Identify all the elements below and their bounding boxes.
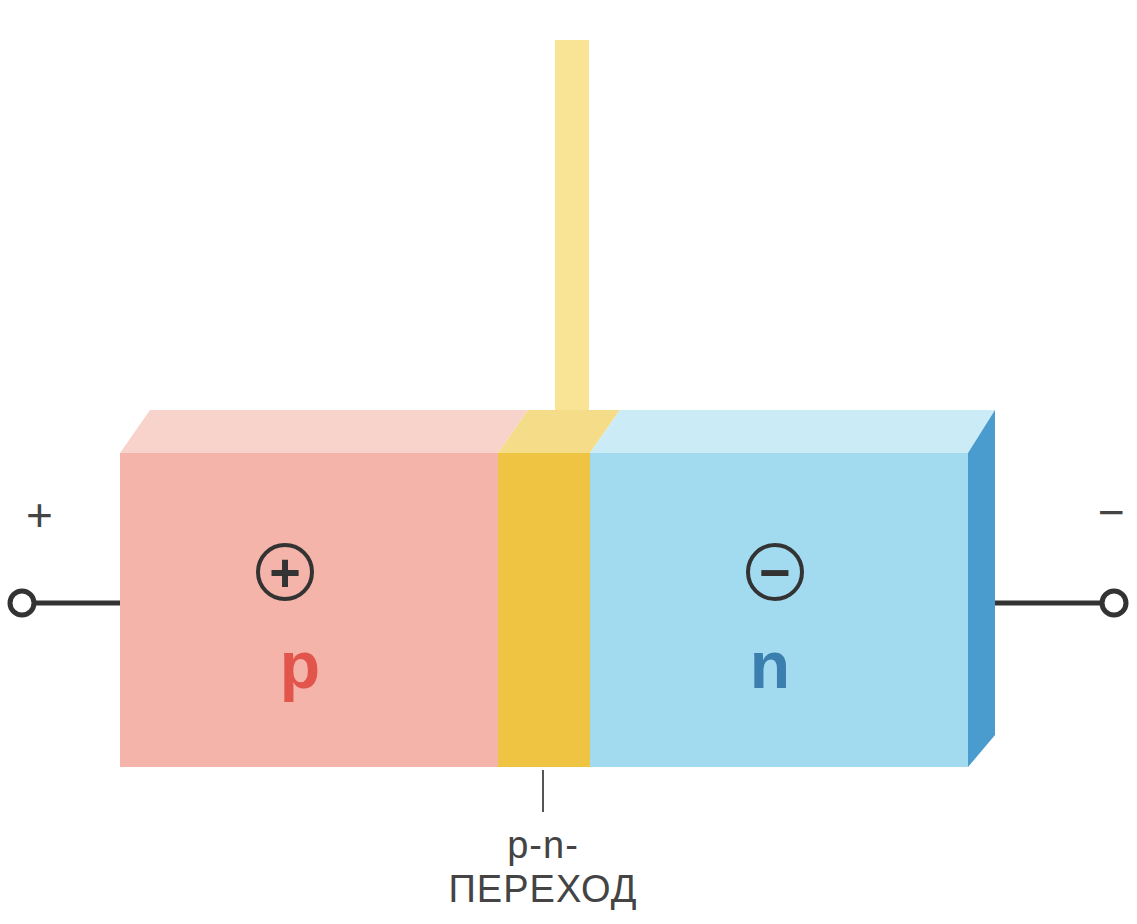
left-wire [35,601,120,606]
leader-line [542,770,544,812]
p-front-face [120,453,498,767]
n-region: −n [590,453,968,767]
region-letter: p [280,632,320,698]
p-top-face [120,410,528,453]
charge-sign: + [256,543,314,601]
terminal-sign: − [1098,486,1126,539]
n-side-face [968,410,995,767]
right-terminal [1102,591,1126,615]
charge-sign: − [746,543,804,601]
right-wire [995,601,1102,606]
region-letter: n [750,632,790,698]
n-top-face [590,410,995,453]
terminal-sign: + [26,489,54,542]
left-terminal [10,591,34,615]
junction-label: p-n- ПЕРЕХОД [428,824,658,911]
junction-band [498,453,590,767]
n-front-face [590,453,968,767]
light-beam [555,40,589,440]
p-region: +p [120,453,498,767]
